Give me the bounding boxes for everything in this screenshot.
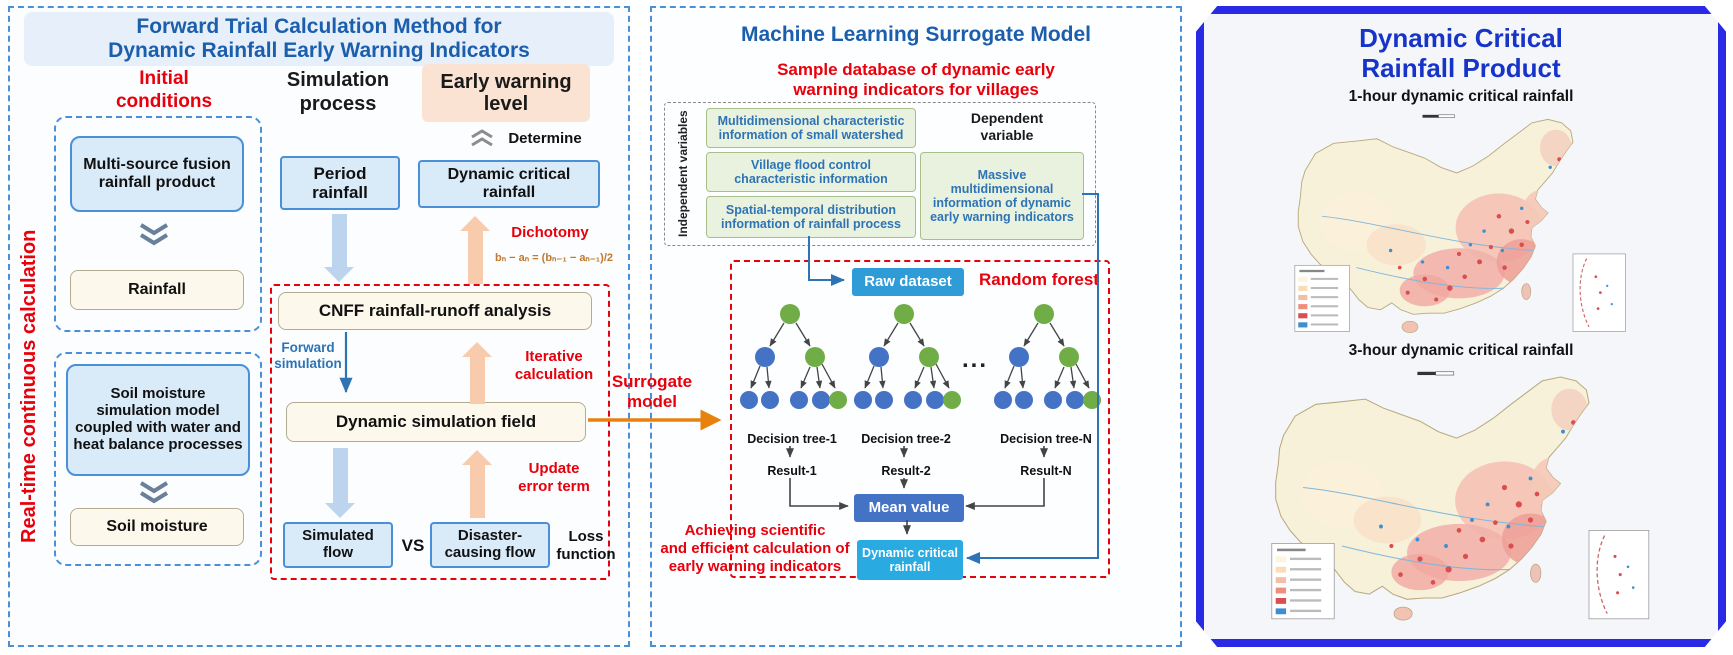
map-3hour-label: 3-hour dynamic critical rainfall [1348,342,1574,359]
right-panel-title: Dynamic Critical Rainfall Product [1359,23,1563,83]
rainfall-box: Rainfall [70,270,244,310]
early-warning-level-heading: Early warning level [422,64,590,122]
dynamic-simulation-field-box: Dynamic simulation field [286,402,586,442]
map-legend [1294,264,1350,332]
up-arrow [462,450,492,518]
dynamic-critical-rainfall-box: Dynamic critical rainfall [418,160,600,208]
sample-database-label: Sample database of dynamic early warning… [777,60,1055,100]
forward-simulation-label: Forward simulation [274,340,342,372]
up-arrow [460,216,490,284]
random-forest-label: Random forest [979,270,1099,289]
taiwan-island [1521,283,1532,300]
trial-loop-box [270,284,610,580]
dichotomy-formula: bₙ − aₙ = (bₙ₋₁ − aₙ₋₁)/2 [494,252,614,264]
massive-information-box: Massive multidimensional information of … [920,152,1084,240]
decision-tree-2-label: Decision tree-2 [861,432,951,446]
left-panel-title: Forward Trial Calculation Method for Dyn… [24,12,614,66]
dichotomy-label: Dichotomy [511,224,589,241]
decision-tree-1-label: Decision tree-1 [747,432,837,446]
update-error-term-label: Update error term [518,460,590,495]
mean-value-box: Mean value [854,494,964,522]
sample-database-box [664,102,1096,246]
decision-tree-n-label: Decision tree-N [1000,432,1092,446]
result-1-label: Result-1 [767,464,817,478]
soil-moisture-box: Soil moisture [70,508,244,546]
feature-box-watershed: Multidimensional characteristic informat… [706,108,916,148]
soil-moisture-model-box: Soil moisture simulation model coupled w… [66,364,250,476]
dependent-variable-label: Dependent variable [970,110,1044,143]
loss-function-label: Loss function [556,528,616,563]
down-arrow [325,448,355,518]
trees-ellipsis: ... [961,346,988,373]
down-arrow [324,214,354,282]
middle-panel-title: Machine Learning Surrogate Model [740,23,1092,46]
initial-conditions-box-1 [54,116,262,332]
feature-box-flood-control: Village flood control characteristic inf… [706,152,916,192]
double-chevron-up-icon [471,129,493,147]
decision-tree-1-graphic [740,304,847,409]
china-map-1hour [1294,114,1626,333]
determine-label: Determine [508,130,582,147]
double-chevron-down-icon [139,223,169,246]
panel-rainfall-product: Dynamic Critical Rainfall Product 1-hour… [1196,6,1726,647]
result-n-label: Result-N [1020,464,1072,478]
decision-tree-2-graphic [854,304,961,409]
cnff-analysis-box: CNFF rainfall-runoff analysis [278,292,592,330]
map-1hour-label: 1-hour dynamic critical rainfall [1348,88,1574,105]
surrogate-model-label: Surrogate model [611,372,693,412]
panel-forward-trial: Forward Trial Calculation Method for Dyn… [8,6,630,647]
multi-source-rainfall-box: Multi-source fusion rainfall product [70,136,244,212]
up-arrow [462,342,492,404]
independent-variables-label: Independent variables [675,110,690,238]
hainan-island [1401,320,1419,333]
china-map-3hour [1244,364,1674,624]
initial-conditions-box-2 [54,352,262,566]
dynamic-critical-rainfall-output-box: Dynamic critical rainfall [857,540,963,580]
panel-ml-surrogate: Machine Learning Surrogate Model Sample … [650,6,1182,647]
period-rainfall-box: Period rainfall [280,156,400,210]
feature-box-rainfall-distribution: Spatial-temporal distribution informatio… [706,196,916,238]
disaster-causing-flow-box: Disaster- causing flow [430,522,550,568]
achieving-calculation-label: Achieving scientific and efficient calcu… [660,522,850,575]
map-scale-bar [1422,114,1455,118]
realtime-calculation-side-label: Real-time continuous calculation [18,229,40,544]
result-2-label: Result-2 [881,464,931,478]
raw-dataset-box: Raw dataset [852,268,964,296]
simulation-process-heading: Simulation process [286,69,390,115]
iterative-calculation-label: Iterative calculation [514,348,594,383]
initial-conditions-heading: Initial conditions [115,68,213,112]
simulated-flow-box: Simulated flow [283,522,393,568]
decision-tree-n-graphic [994,304,1101,409]
double-chevron-down-icon [139,481,169,504]
south-china-sea-inset [1572,253,1626,332]
vs-label: VS [401,536,425,555]
